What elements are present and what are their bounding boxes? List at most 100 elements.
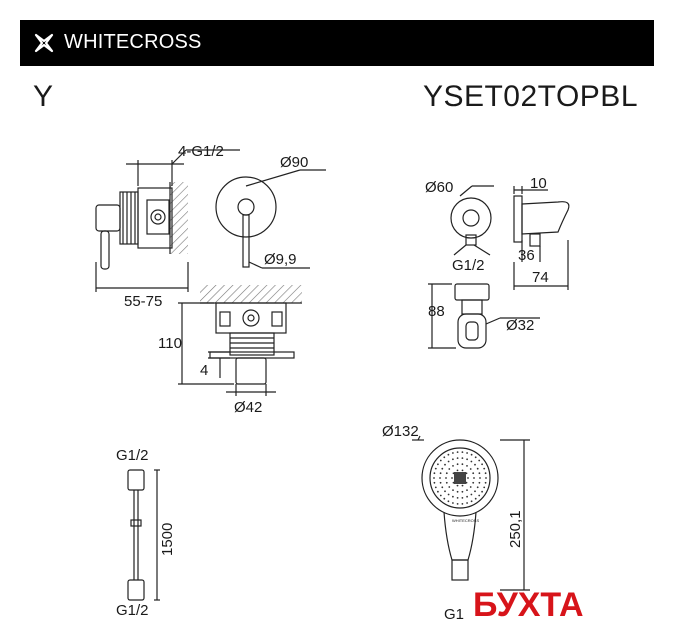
nozzle-dot bbox=[466, 502, 468, 504]
nozzle-dot bbox=[478, 459, 481, 462]
nozzle-dot bbox=[472, 481, 475, 484]
holder-front-view bbox=[428, 283, 540, 349]
nozzle-dot bbox=[476, 486, 479, 489]
label-lever-diameter: Ø9,9 bbox=[264, 251, 297, 268]
nozzle-dot bbox=[452, 465, 454, 467]
nozzle-dot bbox=[484, 481, 487, 484]
nozzle-dot bbox=[481, 490, 483, 493]
mixer-side-view bbox=[95, 149, 240, 292]
nozzle-dot bbox=[452, 489, 454, 491]
label-hose-bottom-thread: G1/2 bbox=[116, 602, 149, 619]
nozzle-dot bbox=[479, 477, 481, 479]
nozzle-dot bbox=[441, 486, 444, 489]
hand-shower bbox=[412, 435, 530, 591]
nozzle-dot bbox=[443, 456, 446, 459]
label-flange-diameter: Ø60 bbox=[425, 179, 453, 196]
nozzle-dot bbox=[456, 457, 459, 459]
nozzle-dot bbox=[478, 481, 481, 484]
nozzle-dot bbox=[447, 460, 450, 463]
label-holder-height: 88 bbox=[428, 303, 445, 320]
nozzle-dot bbox=[456, 497, 459, 499]
nozzle-dot bbox=[476, 467, 479, 470]
nozzle-dot bbox=[461, 490, 464, 493]
nozzle-dot bbox=[433, 481, 436, 484]
nozzle-dot bbox=[456, 469, 459, 472]
watermark-logo: БУХТА bbox=[472, 585, 584, 624]
nozzle-dot bbox=[452, 472, 455, 475]
label-head-diameter: Ø132 bbox=[382, 423, 419, 440]
nozzle-dot bbox=[439, 477, 441, 479]
nozzle-dot bbox=[452, 481, 455, 484]
nozzle-dot bbox=[439, 481, 442, 484]
nozzle-dot bbox=[470, 493, 473, 496]
nozzle-dot bbox=[483, 467, 486, 470]
nozzle-dot bbox=[456, 463, 459, 466]
nozzle-dot bbox=[439, 494, 442, 497]
nozzle-dot bbox=[447, 453, 450, 456]
watermark-text: БУХТА bbox=[473, 586, 584, 624]
nozzle-dot bbox=[461, 463, 464, 466]
nozzle-dot bbox=[443, 497, 446, 500]
nozzle-dot bbox=[439, 472, 442, 475]
nozzle-dot bbox=[461, 457, 464, 459]
label-side-depth: 36 bbox=[518, 247, 535, 264]
label-hose-top-thread: G1/2 bbox=[116, 447, 149, 464]
nozzle-dot bbox=[439, 459, 442, 462]
label-outlet-thread: G1/2 bbox=[452, 257, 485, 274]
nozzle-dot bbox=[461, 497, 464, 499]
nozzle-dot bbox=[474, 497, 477, 500]
nozzle-dot bbox=[478, 494, 481, 497]
nozzle-dot bbox=[469, 486, 472, 488]
label-mixer-depth: 55-75 bbox=[124, 293, 162, 310]
nozzle-dot bbox=[461, 469, 464, 472]
nozzle-dot bbox=[456, 451, 459, 453]
shower-hose bbox=[127, 469, 160, 601]
nozzle-dot bbox=[452, 452, 454, 454]
label-side-total: 74 bbox=[532, 269, 549, 286]
nozzle-dot bbox=[445, 477, 447, 479]
label-mixer-height: 110 bbox=[158, 335, 182, 352]
brand-name: WHITECROSS bbox=[64, 31, 202, 53]
model-code: YSET02TOPBL bbox=[422, 80, 638, 113]
nozzle-dot bbox=[448, 468, 451, 470]
nozzle-dot bbox=[461, 503, 464, 505]
series-letter: Y bbox=[33, 80, 54, 113]
label-holder-diameter: Ø32 bbox=[506, 317, 534, 334]
label-handshower-length: 250,1 bbox=[507, 510, 524, 548]
label-plate-diameter: Ø90 bbox=[280, 154, 308, 171]
nozzle-dot bbox=[466, 495, 468, 498]
outlet-front-view bbox=[450, 185, 494, 256]
label-hose-length: 1500 bbox=[159, 523, 176, 556]
nozzle-dot bbox=[456, 503, 459, 505]
nozzle-dot bbox=[485, 477, 487, 479]
nozzle-dot bbox=[444, 490, 446, 493]
label-handshower-badge: WHITECROSS bbox=[452, 518, 479, 523]
nozzle-dot bbox=[433, 472, 436, 475]
nozzle-dot bbox=[474, 490, 476, 493]
nozzle-dot bbox=[441, 467, 444, 470]
label-body-diameter: Ø42 bbox=[234, 399, 262, 416]
nozzle-dot bbox=[447, 493, 450, 496]
nozzle-dot bbox=[466, 465, 468, 467]
nozzle-grid bbox=[433, 451, 487, 505]
nozzle-dot bbox=[434, 467, 437, 470]
nozzle-dot bbox=[470, 500, 473, 503]
nozzle-dot bbox=[465, 472, 468, 475]
header-bar: WHITECROSS bbox=[20, 20, 654, 66]
nozzle-dot bbox=[478, 472, 481, 475]
mixer-top-view bbox=[178, 285, 302, 396]
label-side-top: 10 bbox=[530, 175, 547, 192]
nozzle-dot bbox=[451, 477, 453, 479]
nozzle-dot bbox=[461, 451, 464, 453]
nozzle-dot bbox=[456, 490, 459, 493]
nozzle-dot bbox=[448, 486, 451, 488]
nozzle-dot bbox=[466, 458, 468, 461]
nozzle-dot bbox=[452, 495, 454, 498]
nozzle-dot bbox=[452, 502, 454, 504]
label-mixer-offset: 4 bbox=[200, 362, 208, 379]
outlet-side-view bbox=[513, 186, 570, 290]
nozzle-dot bbox=[473, 477, 475, 479]
mixer-front-view bbox=[215, 169, 326, 269]
nozzle-dot bbox=[447, 500, 450, 503]
nozzle-dot bbox=[483, 486, 486, 489]
